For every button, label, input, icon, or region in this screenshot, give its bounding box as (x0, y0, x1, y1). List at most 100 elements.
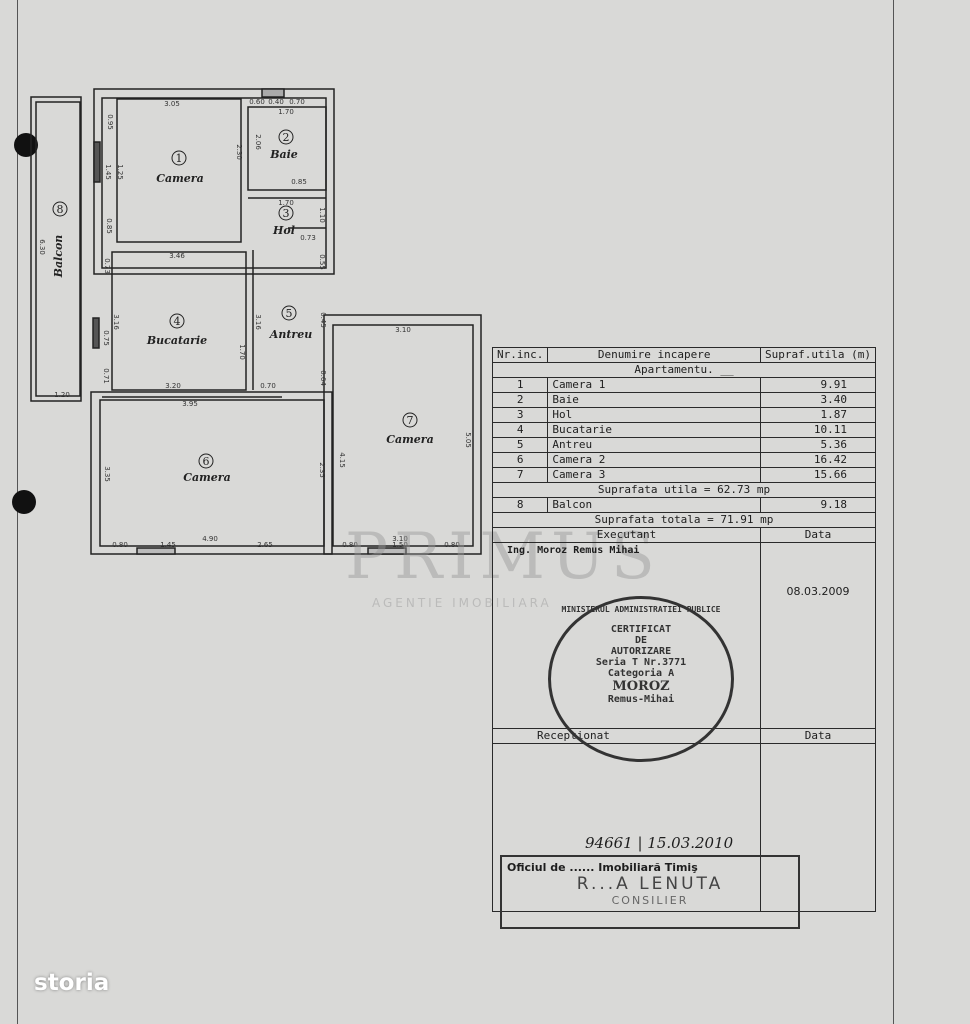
stamp-line: CERTIFICAT (610, 624, 672, 635)
room-number: 7 (407, 414, 414, 427)
office-name: R...A LENUTA (576, 874, 724, 894)
room-label: Camera (183, 471, 230, 484)
dimension-label: 1.20 (54, 391, 70, 399)
dimension-label: 3.35 (103, 466, 111, 482)
executant-label: Executant (491, 527, 762, 543)
dimension-label: 0.80 (444, 541, 460, 549)
dimension-label: 0.73 (300, 234, 316, 242)
dimension-label: 3.05 (164, 100, 180, 108)
row-number: 3 (491, 407, 549, 423)
punch-hole-icon (14, 133, 38, 157)
official-stamp: MINISTERUL ADMINISTRATIEI PUBLICE CERTIF… (548, 596, 734, 762)
row-number: 4 (491, 422, 549, 438)
receptionat-date-label: Data (760, 728, 876, 744)
row-number: 7 (491, 467, 549, 483)
floor-plan: 1 Camera 2 Baie 3 Hol 4 Bucatarie 5 Antr… (30, 88, 482, 555)
executant-date: 08.03.2009 (760, 542, 876, 729)
dimension-label: 6.30 (38, 239, 46, 255)
stamp-line: Remus-Mihai (607, 694, 675, 705)
row-name: Camera 3 (547, 467, 762, 483)
office-line: Oficiul de ...... Imobiliară Timiş (507, 861, 698, 874)
table-header-row: Nr.inc. Denumire incapere Supraf.utila (… (491, 347, 876, 363)
room-label: Camera (386, 433, 433, 446)
storia-logo: storia (34, 970, 110, 996)
dimension-label: 0.64 (319, 370, 327, 386)
row-area: 5.36 (760, 437, 876, 453)
room-label: Balcon (52, 235, 65, 279)
stamp-line: Seria T Nr.3771 (595, 657, 687, 668)
dimension-label: 3.95 (182, 400, 198, 408)
room-label: Hol (272, 224, 295, 237)
dimension-label: 0.80 (342, 541, 358, 549)
row-name: Camera 1 (547, 377, 762, 393)
dimension-label: 1.45 (160, 541, 176, 549)
row-name: Antreu (547, 437, 762, 453)
dimension-label: 4.15 (338, 452, 346, 468)
row-area: 1.87 (760, 407, 876, 423)
row-number: 6 (491, 452, 549, 468)
row-area: 16.42 (760, 452, 876, 468)
useful-area-total: Suprafata utila = 62.73 mp (492, 482, 876, 498)
dimension-label: 1.70 (278, 199, 294, 207)
stamp-ring-text: MINISTERUL ADMINISTRATIEI PUBLICE (561, 605, 721, 614)
row-number: 1 (491, 377, 549, 393)
room-label: Antreu (269, 328, 312, 341)
punch-hole-icon (12, 490, 36, 514)
dimension-label: 0.55 (318, 254, 326, 270)
dimension-label: 3.10 (392, 535, 408, 543)
office-stamp: Oficiul de ...... Imobiliară Timiş R...A… (500, 855, 800, 929)
dimension-label: 5.05 (464, 432, 472, 448)
row-number: 8 (491, 497, 549, 513)
executant-name: Ing. Moroz Remus Mihai (507, 545, 640, 556)
margin-line-right (893, 0, 894, 1024)
row-number: 5 (491, 437, 549, 453)
room-number: 5 (286, 307, 293, 320)
room-label: Camera (156, 172, 203, 185)
dimension-label: 2.65 (257, 541, 273, 549)
room-number: 6 (203, 455, 210, 468)
table-row: 8 Balcon 9.18 (491, 497, 876, 513)
room-label: Baie (269, 148, 298, 161)
room-number: 4 (174, 315, 181, 328)
receptionat-cell (491, 743, 762, 912)
stamp-line: AUTORIZARE (610, 646, 672, 657)
stamp-line: DE (634, 635, 648, 646)
dimension-label: 2.30 (235, 144, 243, 160)
row-area: 9.18 (760, 497, 876, 513)
room-label: Bucatarie (146, 334, 207, 347)
dimension-label: 3.16 (112, 314, 120, 330)
dimension-label: 3.20 (165, 382, 181, 390)
dimension-label: 1.70 (278, 108, 294, 116)
row-area: 9.91 (760, 377, 876, 393)
dimension-label: 0.80 (112, 541, 128, 549)
dimension-label: 1.10 (318, 207, 326, 223)
dimension-label: 2.06 (254, 134, 262, 150)
dimension-label: 1.25 (116, 164, 124, 180)
room-number: 1 (176, 152, 183, 165)
column-header: Denumire incapere (547, 347, 762, 363)
receptionat-date-cell (760, 743, 876, 912)
row-name: Bucatarie (547, 422, 762, 438)
dimension-label: 3.46 (169, 252, 185, 260)
dimension-label: 0.70 (260, 382, 276, 390)
stamp-line: Categoria A (607, 668, 675, 679)
dimension-label: 0.71 (102, 368, 110, 384)
dimension-label: 0.70 (289, 98, 305, 106)
room-number: 8 (57, 203, 64, 216)
dimension-label: 1.70 (238, 344, 246, 360)
row-area: 3.40 (760, 392, 876, 408)
dimension-label: 2.35 (318, 462, 326, 478)
row-name: Baie (547, 392, 762, 408)
dimension-label: 0.45 (319, 312, 327, 328)
office-role: CONSILIER (611, 894, 689, 907)
row-area: 15.66 (760, 467, 876, 483)
section-row: Apartamentu. __ (492, 362, 876, 378)
dimension-label: 0.60 (249, 98, 265, 106)
room-number: 3 (283, 207, 290, 220)
dimension-label: 0.85 (105, 218, 113, 234)
